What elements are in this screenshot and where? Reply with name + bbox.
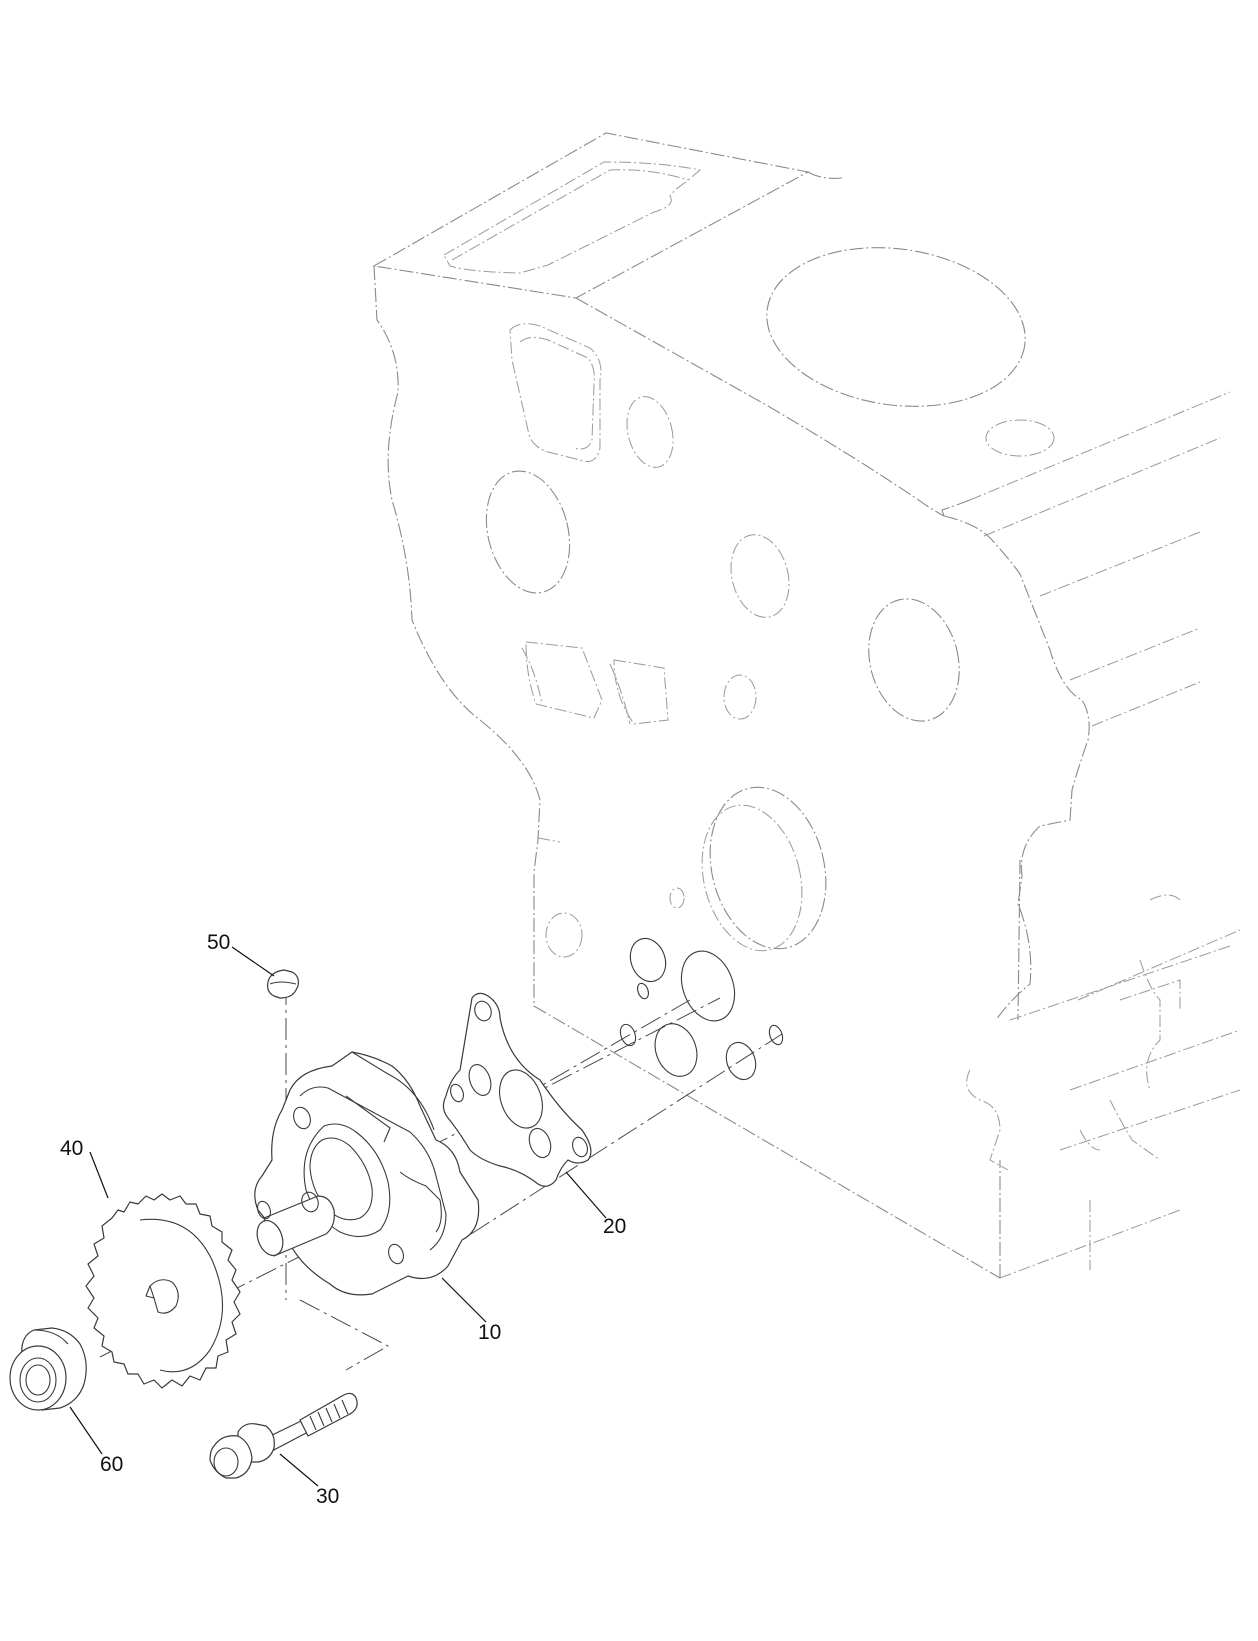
gear-nut [9, 1327, 87, 1411]
pump-drive-gear [85, 1193, 241, 1389]
engine-block-phantom [372, 132, 1241, 1279]
callout-40: 40 [60, 1137, 84, 1160]
bolt [209, 1392, 358, 1479]
callout-50: 50 [207, 931, 231, 954]
block-face-ports [619, 937, 784, 1081]
woodruff-key [267, 969, 299, 999]
callout-60: 60 [100, 1453, 124, 1476]
oil-pump-body [254, 1051, 480, 1296]
callout-10: 10 [478, 1321, 502, 1344]
pump-gasket [442, 992, 592, 1187]
callout-20: 20 [603, 1215, 627, 1238]
leader-lines [69, 946, 607, 1487]
callout-30: 30 [316, 1485, 340, 1508]
